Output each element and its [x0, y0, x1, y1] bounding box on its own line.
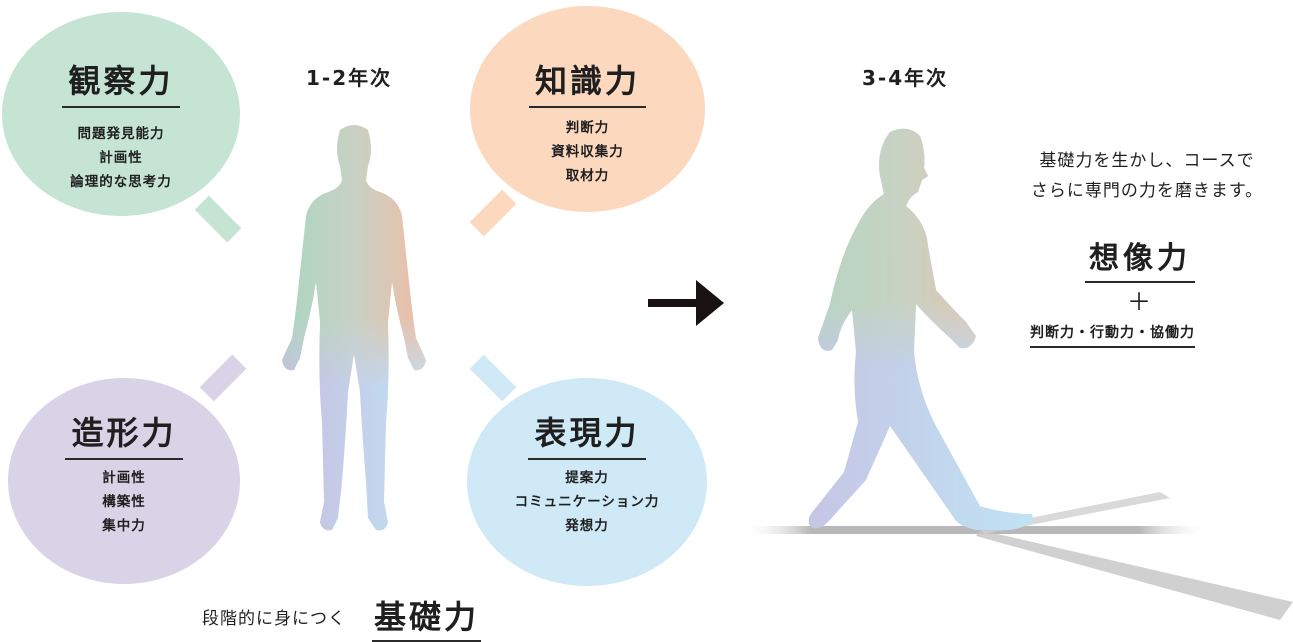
expression-item: コミュニケーション力	[514, 494, 660, 510]
modeling-bubble-handle	[199, 354, 247, 402]
observation-item: 計画性	[99, 150, 143, 166]
observation-items: 問題発見能力 計画性 論理的な思考力	[2, 122, 240, 194]
modeling-item: 集中力	[102, 518, 146, 534]
modeling-items: 計画性 構築性 集中力	[8, 466, 240, 538]
modeling-title: 造形力	[65, 408, 183, 460]
description-line: 基礎力を生かし、コースで	[1039, 151, 1255, 171]
expression-bubble-handle	[469, 354, 517, 402]
observation-bubble: 観察力 問題発見能力 計画性 論理的な思考力	[2, 12, 240, 216]
focus-skills: 判断力・行動力・協働力	[1030, 322, 1195, 348]
focus-title: 想像力	[1085, 233, 1195, 283]
observation-item: 問題発見能力	[77, 126, 165, 142]
knowledge-item: 資料収集力	[551, 144, 624, 160]
plus-sign: ＋	[1127, 288, 1151, 316]
modeling-bubble: 造形力 計画性 構築性 集中力	[8, 378, 240, 584]
year-label-early: 1-2年次	[306, 66, 393, 90]
observation-bubble-handle	[194, 195, 242, 243]
modeling-item: 構築性	[102, 494, 146, 510]
knowledge-title: 知識力	[528, 56, 646, 108]
description-text: 基礎力を生かし、コースで さらに専門の力を磨きます。	[1002, 146, 1292, 206]
knowledge-item: 判断力	[565, 120, 610, 136]
observation-title: 観察力	[62, 56, 180, 108]
footer-prefix: 段階的に身につく	[202, 609, 346, 629]
ground-shadow	[740, 526, 1210, 534]
knowledge-item: 取材力	[565, 168, 610, 184]
expression-title: 表現力	[528, 408, 646, 460]
modeling-item: 計画性	[102, 470, 146, 486]
expression-item: 発想力	[565, 518, 609, 534]
description-line: さらに専門の力を磨きます。	[1030, 181, 1264, 201]
right-arrow-icon	[648, 280, 724, 326]
standing-figure	[276, 122, 432, 550]
year-label-late: 3-4年次	[862, 66, 949, 90]
walking-figure	[740, 128, 1293, 620]
expression-bubble: 表現力 提案力 コミュニケーション力 発想力	[467, 378, 707, 586]
expression-items: 提案力 コミュニケーション力 発想力	[467, 466, 707, 538]
knowledge-items: 判断力 資料収集力 取材力	[470, 116, 705, 188]
knowledge-bubble: 知識力 判断力 資料収集力 取材力	[470, 6, 705, 212]
observation-item: 論理的な思考力	[70, 174, 172, 190]
knowledge-bubble-handle	[469, 189, 517, 237]
footer-main-title: 基礎力	[372, 592, 482, 642]
expression-item: 提案力	[565, 470, 609, 486]
